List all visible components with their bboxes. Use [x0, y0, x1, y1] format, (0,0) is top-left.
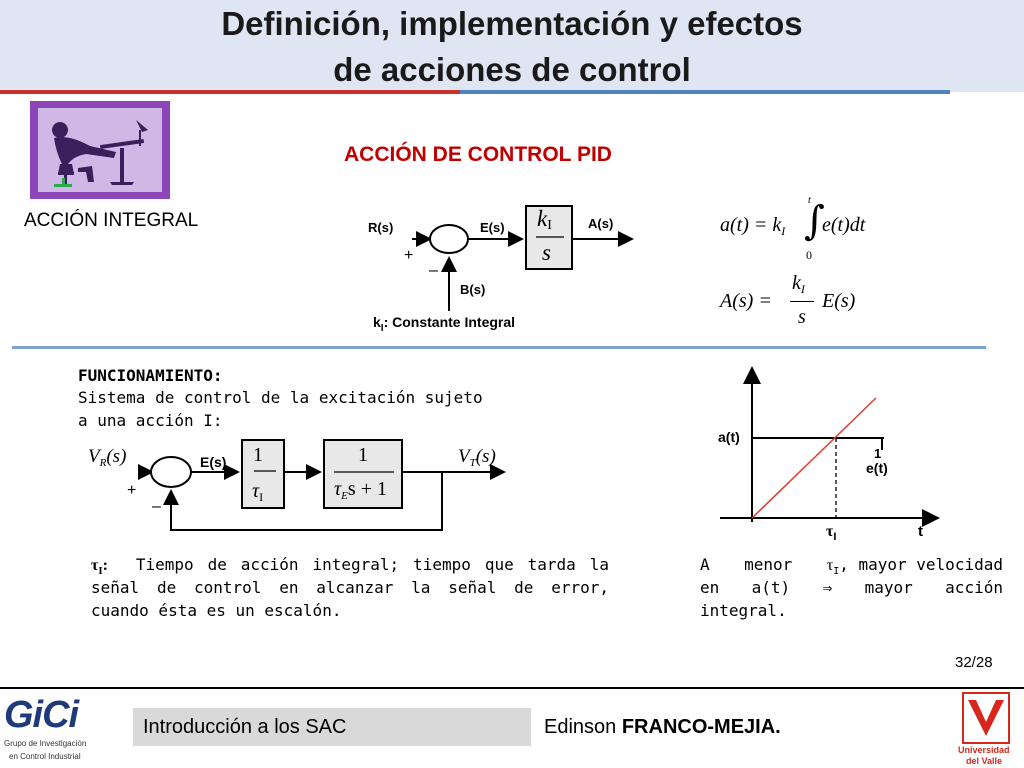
diagram2-input-label: VR(s): [88, 446, 127, 469]
diagram1-feedback-label: B(s): [460, 282, 486, 297]
funcionamiento-text-line2: a una acción I:: [78, 411, 223, 430]
diagram2-plus-sign: +: [127, 482, 137, 499]
worker-silhouette-icon: [52, 120, 148, 187]
graph-x-label: t: [918, 523, 923, 540]
diagram2-minus-sign: –: [152, 498, 161, 515]
right-note-line3: integral.: [700, 601, 787, 620]
diagram1-error-label: E(s): [480, 220, 505, 235]
section-subtitle: ACCIÓN INTEGRAL: [24, 210, 199, 231]
integral-upper-limit: t: [808, 195, 811, 206]
block1-numerator: 1: [253, 444, 263, 466]
section-title: ACCIÓN DE CONTROL PID: [344, 143, 612, 166]
slide-title-line1: Definición, implementación y efectos: [221, 5, 803, 42]
tau-definition-line3: cuando ésta es un escalón.: [91, 601, 342, 620]
graph-step-mark: 1: [874, 446, 882, 461]
diagram1-output-label: A(s): [588, 216, 614, 231]
block2-denominator: τEs + 1: [334, 478, 387, 502]
diagram2-error-label: E(s): [200, 454, 227, 470]
fraction-bar: [790, 301, 814, 302]
graph-step-label: e(t): [866, 460, 888, 476]
equation-laplace-numerator: kI: [792, 272, 805, 296]
integral-sign: ∫: [804, 198, 825, 244]
course-name: Introducción a los SAC: [143, 716, 347, 738]
integral-constant-caption: kI: Constante Integral: [373, 314, 516, 334]
equation-integrand: e(t)dt: [822, 214, 866, 236]
diagram1-minus-sign: –: [429, 262, 438, 279]
gici-logo: GiCi: [4, 694, 79, 736]
gain-block-denominator: s: [542, 240, 551, 265]
page-number: 32/28: [955, 654, 993, 671]
graph-x-tick: τI: [826, 523, 837, 544]
univalle-logo-icon: [962, 692, 1010, 744]
diagram1-input-label: R(s): [368, 220, 394, 235]
title-band: [0, 0, 1024, 92]
title-underline: [0, 90, 950, 94]
gici-group-line2: en Control Industrial: [9, 752, 81, 761]
equation-time-domain: a(t) = kI: [720, 214, 786, 238]
tau-definition-line1: τI: Tiempo de acción integral; tiempo qu…: [91, 555, 610, 578]
equation-laplace-denominator: s: [798, 306, 806, 328]
gain-block-numerator: kI: [537, 206, 552, 233]
integral-lower-limit: 0: [806, 248, 812, 262]
block2-numerator: 1: [358, 444, 368, 466]
slide-title-line2: de acciones de control: [333, 51, 691, 88]
equation-laplace-rhs: E(s): [822, 290, 856, 312]
univalle-name-line2: del Valle: [966, 756, 1003, 766]
funcionamiento-text-line1: Sistema de control de la excitación suje…: [78, 388, 483, 407]
graph-y-label: a(t): [718, 429, 740, 445]
excitation-block-diagram: [138, 439, 506, 531]
integral-block-diagram: [412, 205, 634, 311]
diagram1-plus-sign: +: [404, 247, 414, 264]
integral-response-graph: [720, 366, 940, 527]
diagram2-output-label: VT(s): [458, 446, 496, 469]
author-name: Edinson FRANCO-MEJIA.: [544, 716, 781, 738]
gici-group-line1: Grupo de Investigación: [4, 739, 87, 748]
funcionamiento-heading: FUNCIONAMIENTO:: [78, 366, 223, 385]
equation-laplace-lhs: A(s) =: [720, 290, 772, 312]
block1-denominator: τI: [252, 480, 264, 504]
section-separator: [12, 346, 986, 349]
footer-separator: [0, 687, 1024, 689]
univalle-name-line1: Universidad: [958, 745, 1010, 755]
course-box: [133, 708, 531, 746]
tau-definition-line2: señal de control en alcanzar la señal de…: [91, 578, 609, 597]
